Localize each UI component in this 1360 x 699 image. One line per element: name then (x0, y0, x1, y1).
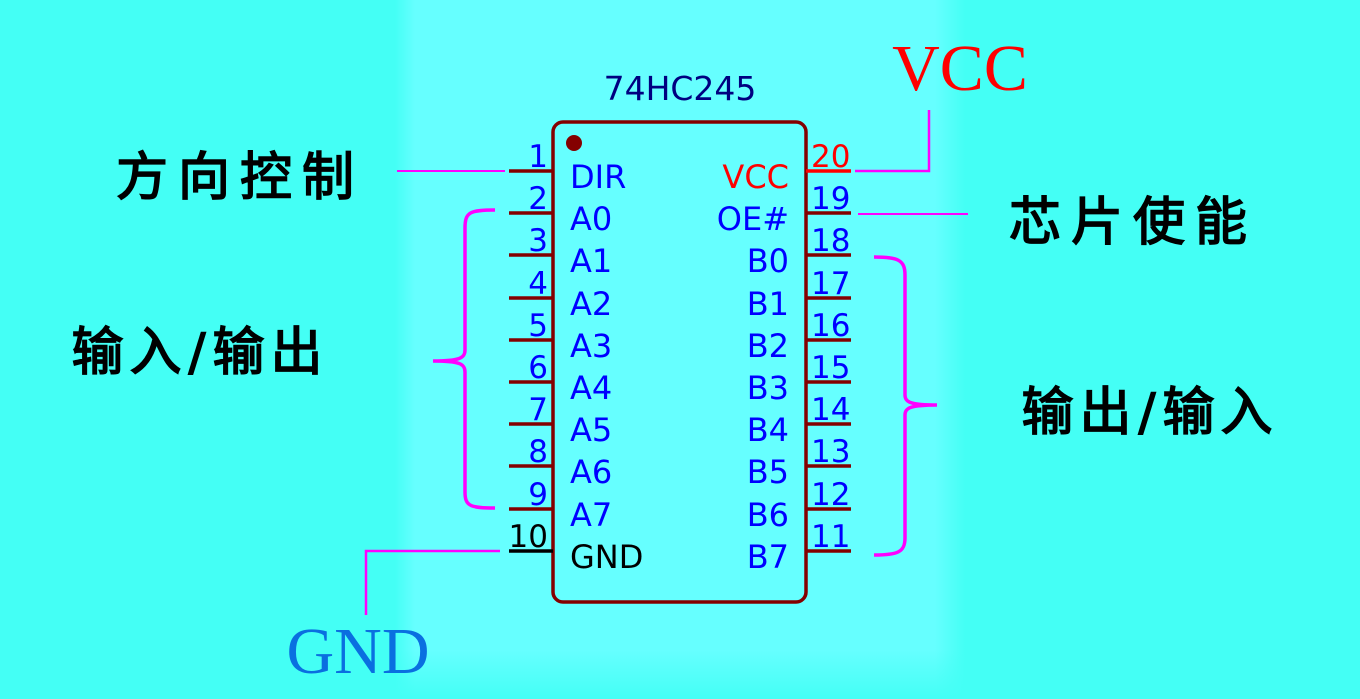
pin-number: 20 (811, 139, 850, 175)
chip-enable-label: 芯片使能 (1009, 192, 1257, 253)
pin-number: 15 (811, 350, 850, 386)
pin-name: B2 (747, 327, 789, 365)
pin-name: A7 (570, 496, 612, 534)
pin-name: B3 (747, 369, 789, 407)
pin-number: 7 (528, 392, 548, 428)
pin-name: A2 (570, 285, 612, 323)
pin-number: 17 (811, 266, 850, 302)
vcc-connector-line (855, 110, 931, 173)
pin-name: A6 (570, 453, 612, 491)
left-pin: 5A3 (509, 308, 612, 365)
pin-number: 19 (811, 181, 850, 217)
pin-number: 9 (528, 477, 548, 513)
pin-number: 16 (811, 308, 850, 344)
pin-number: 14 (811, 392, 850, 428)
pin-number: 2 (528, 181, 548, 217)
pin-number: 3 (528, 223, 548, 259)
pin-name: B5 (747, 453, 789, 491)
chip-body (551, 120, 808, 604)
pin-name: A4 (570, 369, 612, 407)
pin-name: B4 (747, 411, 789, 449)
left-pin: 2A0 (509, 181, 612, 238)
pin-number: 4 (528, 266, 548, 302)
gnd-connector-line (364, 549, 500, 615)
pin-name: A5 (570, 411, 612, 449)
pin-number: 11 (811, 519, 850, 555)
pin-number: 12 (811, 477, 850, 513)
left-pin: 6A4 (509, 350, 612, 407)
left-pin: 8A6 (509, 434, 612, 491)
left-io-label: 输入/输出 (72, 322, 329, 383)
pin-name: GND (570, 538, 643, 576)
pin-number: 13 (811, 434, 850, 470)
background-panel-fade (395, 0, 965, 699)
pin-number: 8 (528, 434, 548, 470)
pin-name: B6 (747, 496, 789, 534)
pin-name: A0 (570, 200, 612, 238)
pin-number: 6 (528, 350, 548, 386)
left-pin: 4A2 (509, 266, 612, 323)
right-io-label: 输出/输入 (1022, 382, 1279, 443)
pin-name: B7 (747, 538, 789, 576)
pin-name: DIR (570, 158, 626, 196)
pin-name: VCC (722, 158, 789, 196)
pin1-indicator-dot (566, 135, 582, 151)
gnd-label: GND (287, 615, 430, 688)
left-pin: 9A7 (509, 477, 612, 534)
pin-name: B0 (747, 242, 789, 280)
pin-name: A3 (570, 327, 612, 365)
left-brace (432, 208, 496, 510)
vcc-label: VCC (892, 32, 1028, 105)
pin-number: 5 (528, 308, 548, 344)
pin-number: 10 (509, 519, 548, 555)
pin-name: A1 (570, 242, 612, 280)
direction-control-label: 方向控制 (116, 147, 364, 208)
pin-name: OE# (717, 200, 789, 238)
right-pins: 20VCC19OE#18B017B116B215B314B413B512B611… (717, 139, 851, 576)
pin-number: 1 (528, 139, 548, 175)
left-pin: 3A1 (509, 223, 612, 280)
left-pin: 7A5 (509, 392, 612, 449)
pin-name: B1 (747, 285, 789, 323)
part-number: 74HC245 (604, 69, 757, 108)
right-brace (873, 255, 938, 557)
pin-number: 18 (811, 223, 850, 259)
